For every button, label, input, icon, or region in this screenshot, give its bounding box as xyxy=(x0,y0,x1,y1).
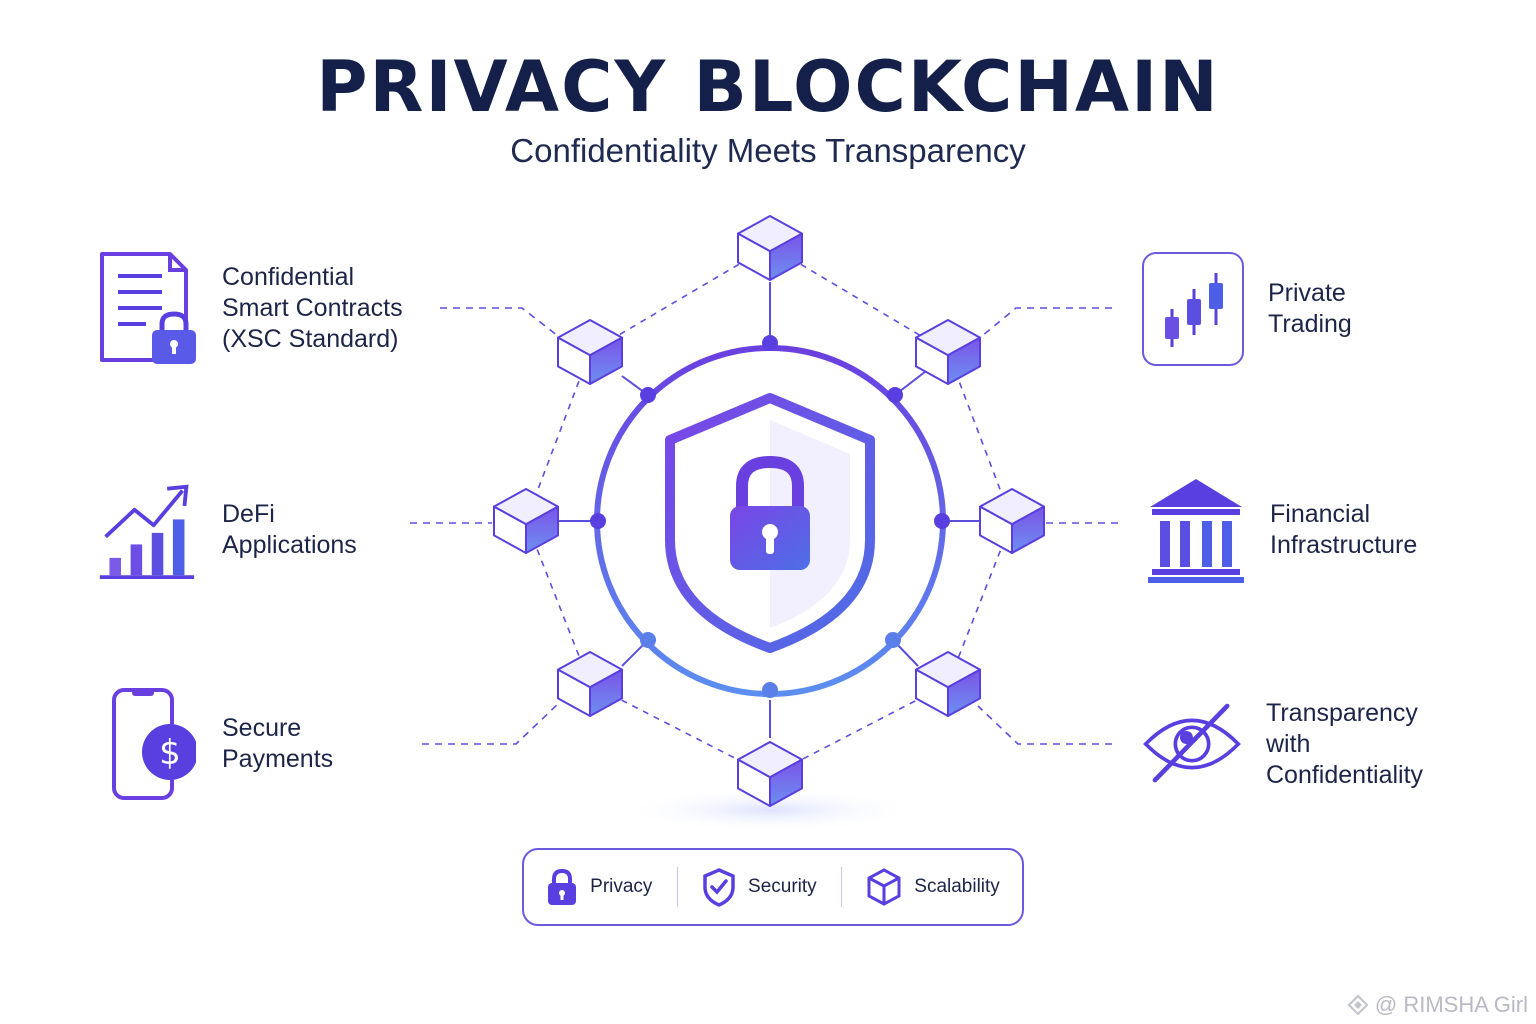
feature-label: Financial Infrastructure xyxy=(1270,500,1418,559)
shield-lock-icon xyxy=(665,393,875,653)
feature-secure-payments: $ Secure Payments xyxy=(96,684,333,804)
phone-payment-icon: $ xyxy=(96,684,196,804)
feature-confidential-smart-contracts: Confidential Smart Contracts (XSC Standa… xyxy=(96,248,403,368)
page-title: PRIVACY BLOCKCHAIN xyxy=(316,46,1220,128)
svg-text:$: $ xyxy=(159,733,181,773)
cube-icon xyxy=(979,488,1045,554)
cube-nodes xyxy=(493,215,1045,807)
cube-icon xyxy=(737,741,803,807)
cube-icon xyxy=(493,488,559,554)
feature-private-trading: Private Trading xyxy=(1142,252,1352,366)
pillar-label: Security xyxy=(748,876,817,897)
eye-slash-icon xyxy=(1142,684,1242,804)
feature-label: Transparency with Confidentiality xyxy=(1266,698,1424,789)
cube-icon xyxy=(557,651,623,717)
cube-icon xyxy=(737,215,803,281)
lock-icon xyxy=(548,868,577,905)
feature-label: Secure Payments xyxy=(222,714,334,773)
diamond-logo-icon xyxy=(1347,994,1369,1016)
pillar-label: Privacy xyxy=(590,876,653,897)
document-lock-icon xyxy=(96,248,196,368)
cube-icon xyxy=(915,319,981,385)
cube-icon xyxy=(557,319,623,385)
growth-chart-icon xyxy=(96,470,196,590)
cube-icon xyxy=(915,651,981,717)
ring-nodes xyxy=(590,335,950,698)
floor-glow xyxy=(620,788,920,832)
candlestick-icon xyxy=(1142,252,1244,366)
outer-dashed-ring xyxy=(525,245,1013,777)
shield-check-icon xyxy=(703,868,735,907)
pillar-label: Scalability xyxy=(914,876,1000,897)
divider xyxy=(840,867,842,907)
pillar-security: Security xyxy=(702,867,817,907)
page-subtitle: Confidentiality Meets Transparency xyxy=(510,132,1026,169)
watermark: @ RIMSHA Girl xyxy=(1347,992,1528,1018)
feature-label: Private Trading xyxy=(1268,279,1352,338)
divider xyxy=(676,867,678,907)
feature-label: Confidential Smart Contracts (XSC Standa… xyxy=(222,262,403,353)
pillar-scalability: Scalability xyxy=(866,867,1000,907)
feature-label: DeFi Applications xyxy=(222,500,357,559)
pillars-bar: Privacy Security Scalability xyxy=(522,848,1024,926)
feature-defi-applications: DeFi Applications xyxy=(96,470,357,590)
feature-connectors xyxy=(410,307,1118,745)
feature-financial-infrastructure: Financial Infrastructure xyxy=(1146,470,1417,590)
bank-icon xyxy=(1146,470,1246,590)
pillar-privacy: Privacy xyxy=(546,867,652,907)
cube-icon xyxy=(867,868,901,906)
feature-transparency-confidentiality: Transparency with Confidentiality xyxy=(1142,684,1423,804)
